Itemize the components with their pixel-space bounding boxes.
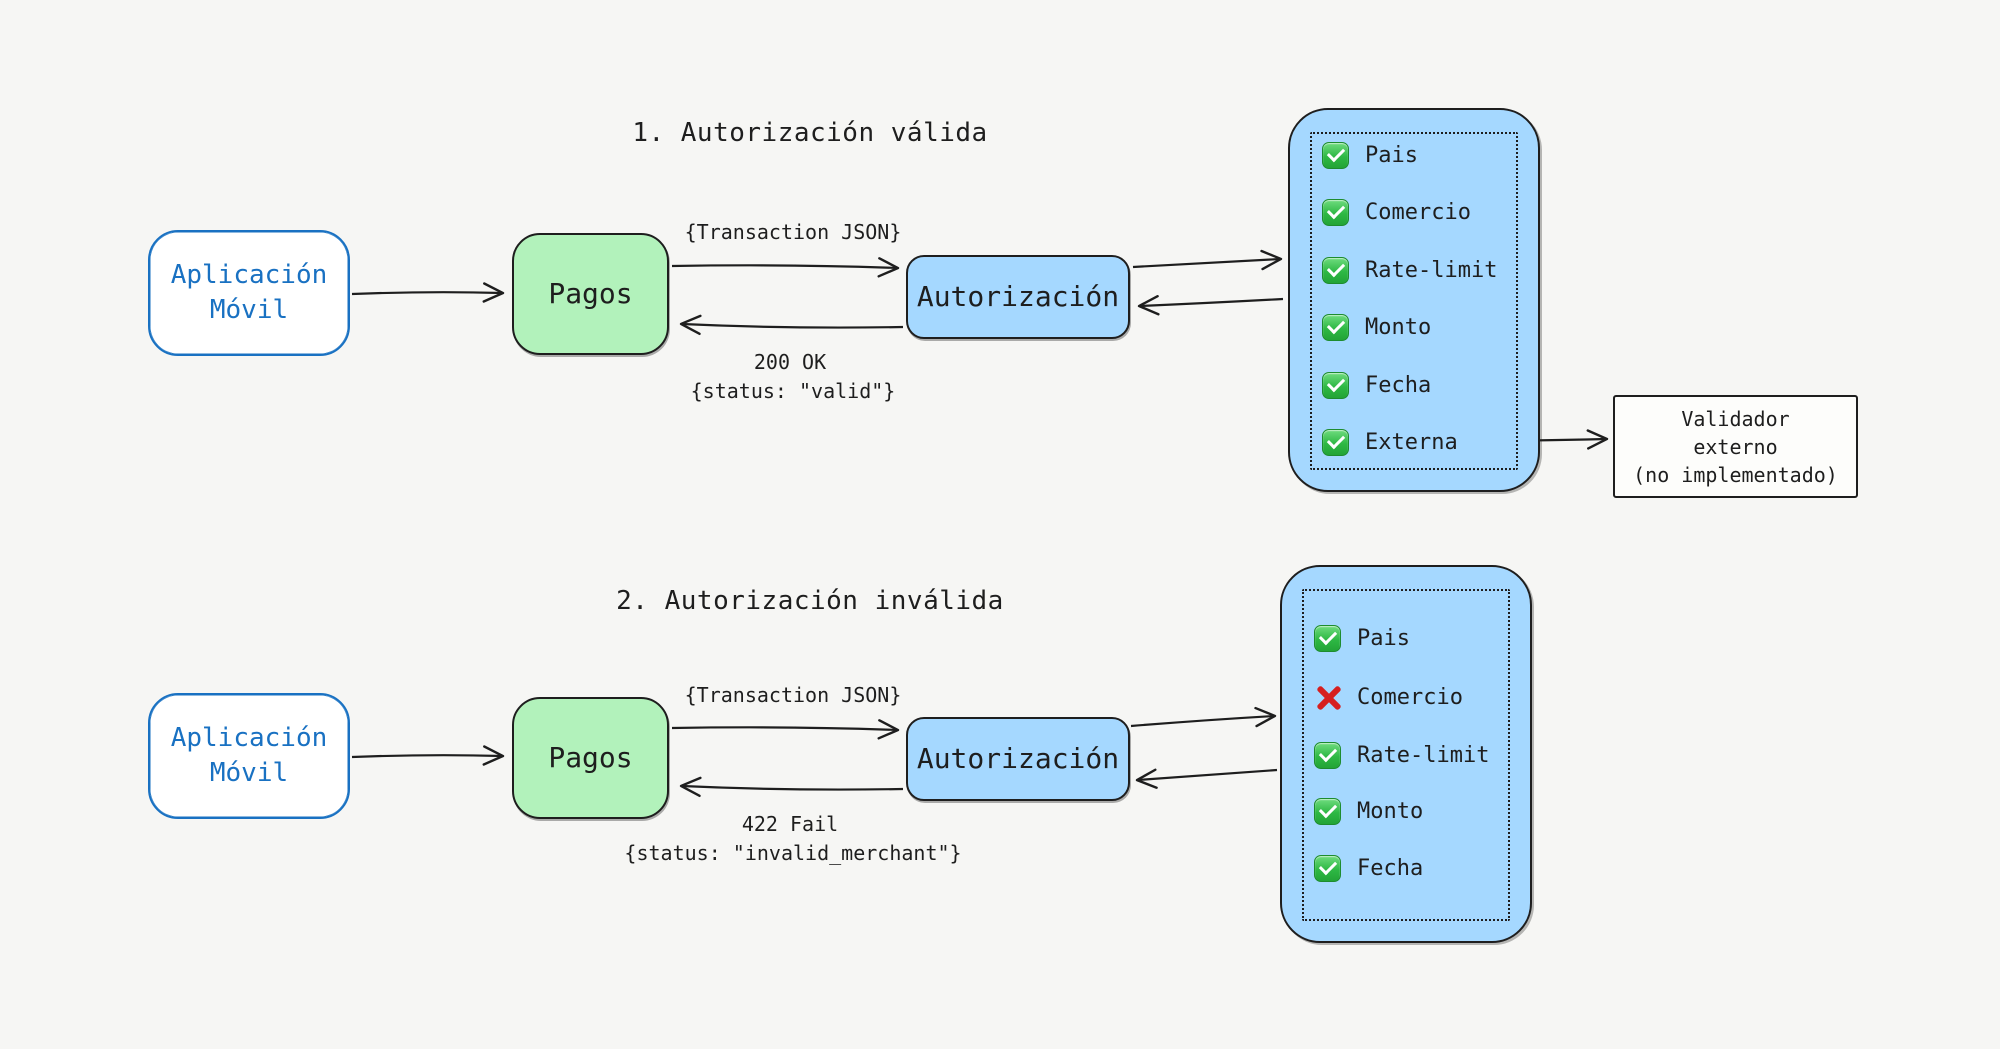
check-item-label: Rate-limit — [1357, 742, 1490, 768]
external-validator-line3: (no implementado) — [1633, 462, 1838, 487]
arrow-pagos-to-autorizacion-2 — [671, 719, 900, 740]
mobile-app-label-line1: Aplicación — [170, 722, 328, 753]
validation-status-icon — [1322, 371, 1349, 399]
check-item: Fecha — [1322, 371, 1431, 399]
check-item-label: Fecha — [1365, 372, 1432, 398]
arrow-autorizacion-to-pagos-1 — [679, 314, 904, 336]
validation-status-icon — [1314, 624, 1341, 652]
arrow-checks-to-autorizacion-1 — [1137, 295, 1284, 316]
check-item: Fecha — [1314, 854, 1423, 882]
check-item: Externa — [1322, 428, 1458, 456]
pagos-label: Pagos — [548, 741, 633, 775]
validation-status-icon — [1314, 684, 1341, 711]
check-item-label: Fecha — [1357, 855, 1424, 881]
check-item: Rate-limit — [1322, 256, 1497, 284]
check-item-label: Monto — [1357, 798, 1424, 824]
check-item: Monto — [1322, 313, 1431, 341]
request-label-1: {Transaction JSON} — [684, 220, 902, 244]
validation-status-icon — [1322, 256, 1349, 284]
check-item-label: Comercio — [1357, 684, 1463, 710]
request-label-2: {Transaction JSON} — [684, 683, 902, 707]
mobile-app-label-line2: Móvil — [209, 295, 289, 325]
check-item: Comercio — [1314, 683, 1463, 711]
validation-status-icon — [1322, 141, 1349, 169]
check-item-label: Rate-limit — [1365, 257, 1498, 283]
scenario-2-title: 2. Autorización inválida — [616, 586, 1004, 616]
check-item: Comercio — [1322, 198, 1471, 226]
validation-status-icon — [1322, 198, 1349, 226]
check-item: Monto — [1314, 797, 1423, 825]
autorizacion-node-2: Autorización — [906, 717, 1130, 801]
validation-status-icon — [1314, 741, 1341, 769]
scenario-1-title: 1. Autorización válida — [632, 118, 988, 148]
autorizacion-label: Autorización — [916, 280, 1120, 314]
arrow-pagos-to-autorizacion-1 — [671, 257, 900, 278]
validation-status-icon — [1314, 797, 1341, 825]
mobile-app-node-2: Aplicación Móvil — [148, 693, 350, 819]
check-item: Rate-limit — [1314, 741, 1489, 769]
checklist-dotted-frame — [1302, 589, 1510, 921]
pagos-node-1: Pagos — [512, 233, 669, 355]
check-item-label: Pais — [1357, 625, 1410, 651]
external-validator-node: Validador externo (no implementado) — [1613, 395, 1858, 498]
pagos-label: Pagos — [548, 277, 633, 311]
check-item: Pais — [1322, 141, 1418, 169]
response-body-1: {status: "valid"} — [690, 379, 896, 403]
external-validator-line2: externo — [1693, 434, 1778, 459]
validation-checklist-2: Pais Comercio Rate-limit Monto Fecha — [1280, 565, 1532, 943]
arrow-app-to-pagos-1 — [351, 282, 505, 303]
check-item-label: Comercio — [1365, 199, 1471, 225]
arrow-app-to-pagos-2 — [351, 745, 505, 766]
arrow-checks-to-autorizacion-2 — [1135, 768, 1278, 789]
autorizacion-node-1: Autorización — [906, 255, 1130, 339]
validation-status-icon — [1322, 313, 1349, 341]
checklist-dotted-frame — [1310, 132, 1518, 470]
arrow-autorizacion-to-checks-1 — [1132, 249, 1283, 271]
mobile-app-node-1: Aplicación Móvil — [148, 230, 350, 356]
validation-status-icon — [1314, 854, 1341, 882]
arrow-autorizacion-to-checks-2 — [1130, 706, 1277, 728]
check-item-label: Pais — [1365, 142, 1418, 168]
response-code-1: 200 OK — [753, 350, 827, 374]
response-code-2: 422 Fail — [741, 812, 839, 836]
check-item-label: Externa — [1365, 429, 1458, 455]
autorizacion-label: Autorización — [916, 742, 1120, 776]
mobile-app-label-line1: Aplicación — [170, 259, 328, 290]
external-validator-line1: Validador — [1681, 406, 1790, 431]
response-body-2: {status: "invalid_merchant"} — [624, 841, 962, 865]
check-item: Pais — [1314, 624, 1410, 652]
mobile-app-label-line2: Móvil — [209, 758, 289, 788]
check-item-label: Monto — [1365, 314, 1432, 340]
pagos-node-2: Pagos — [512, 697, 669, 819]
validation-checklist-1: Pais Comercio Rate-limit Monto Fecha Ext… — [1288, 108, 1540, 492]
arrow-autorizacion-to-pagos-2 — [679, 776, 904, 798]
validation-status-icon — [1322, 428, 1349, 456]
